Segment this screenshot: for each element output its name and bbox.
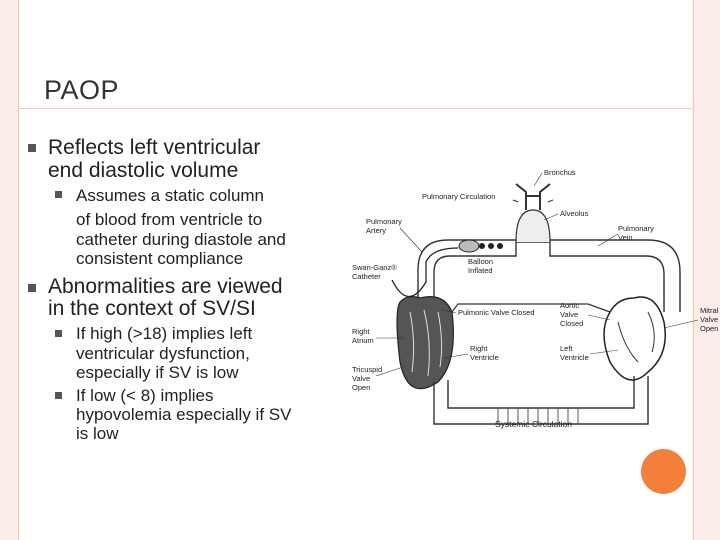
capillary-bed [497, 408, 579, 424]
label-balloon-1: Balloon [468, 257, 493, 266]
sub-bullet-marker-icon [55, 191, 62, 198]
label-alveolus: Alveolus [560, 209, 589, 218]
label-pulmonic-valve: Pulmonic Valve Closed [458, 308, 535, 317]
bronchus-branches [512, 199, 554, 203]
bullet-2-line-2: in the context of SV/SI [48, 297, 256, 320]
label-pulmonary-vein-1: Pulmonary [618, 224, 654, 233]
systemic-outer-vessel [433, 376, 649, 425]
bullet-marker-icon [28, 284, 36, 292]
label-right-atrium-1: Right [352, 327, 370, 336]
label-swan-ganz-1: Swan-Ganz® [352, 263, 397, 272]
bullet-1-line-1: Reflects left ventricular [48, 136, 261, 159]
sub-bullet-marker-icon [55, 330, 62, 337]
balloon-shape [458, 239, 480, 253]
label-pulmonary-artery-2: Artery [366, 226, 386, 235]
label-mitral-valve-1: Mitral [700, 306, 719, 315]
slide-title: PAOP [44, 75, 120, 105]
label-mitral-valve-3: Open [700, 324, 718, 333]
catheter-dot [488, 243, 494, 249]
sub-bullet-marker-icon [55, 392, 62, 399]
label-mitral-valve-2: Valve [700, 315, 718, 324]
catheter-dot [479, 243, 485, 249]
bullet-marker-icon [28, 144, 36, 152]
label-aortic-valve-2: Valve [560, 310, 578, 319]
catheter-line [391, 247, 459, 298]
label-tricuspid-valve-3: Open [352, 383, 370, 392]
label-swan-ganz-2: Catheter [352, 272, 381, 281]
label-right-ventricle-1: Right [470, 344, 488, 353]
circulation-diagram: Bronchus Pulmonary Circulation Alveolus … [352, 168, 719, 429]
label-systemic-circulation: Systemic Circulation [495, 419, 572, 429]
label-pulmonary-artery-1: Pulmonary [366, 217, 402, 226]
slide-right-border [692, 0, 720, 540]
sub-bullet-2-line-3: especially if SV is low [76, 363, 239, 382]
bullet-1-line-2: end diastolic volume [48, 159, 239, 182]
label-left-ventricle-1: Left [560, 344, 573, 353]
left-heart-shape [603, 296, 666, 381]
sub-bullet-3-line-2: hypovolemia especially if SV [76, 405, 292, 424]
label-pulmonary-circulation: Pulmonary Circulation [422, 192, 495, 201]
connecting-vessel [451, 303, 611, 313]
alveolus-shape [515, 209, 551, 243]
label-left-ventricle-2: Ventricle [560, 353, 589, 362]
label-right-ventricle-2: Ventricle [470, 353, 499, 362]
bronchus-shape [515, 183, 551, 210]
sub-bullet-2-line-1: If high (>18) implies left [76, 324, 253, 343]
accent-circle [641, 449, 686, 494]
label-bronchus: Bronchus [544, 168, 576, 177]
sub-bullet-1-line-1: Assumes a static column [76, 186, 265, 205]
sub-bullet-1-line-3: catheter during diastole and [76, 230, 286, 249]
label-aortic-valve-3: Closed [560, 319, 583, 328]
right-heart-detail [409, 309, 443, 377]
left-heart-detail [617, 311, 655, 363]
label-balloon-2: Inflated [468, 266, 493, 275]
bullet-2-line-1: Abnormalities are viewed [48, 275, 283, 298]
sub-bullet-3-line-3: is low [76, 424, 119, 443]
sub-bullet-1-line-2: of blood from ventricle to [76, 210, 263, 229]
label-aortic-valve-1: Aortic [560, 301, 579, 310]
label-tricuspid-valve-1: Tricuspid [352, 365, 382, 374]
label-right-atrium-2: Atrium [352, 336, 374, 345]
sub-bullet-2-line-2: ventricular dysfunction, [76, 344, 250, 363]
systemic-inner-vessel [447, 376, 635, 409]
slide-left-border [0, 0, 18, 540]
label-tricuspid-valve-2: Valve [352, 374, 370, 383]
title-divider [18, 108, 692, 109]
sub-bullet-3-line-1: If low (< 8) implies [76, 386, 214, 405]
slide-frame [18, 0, 694, 540]
sub-bullet-1-line-4: consistent compliance [76, 249, 244, 268]
label-pulmonary-vein-2: Vein [618, 233, 633, 242]
catheter-dot [497, 243, 503, 249]
